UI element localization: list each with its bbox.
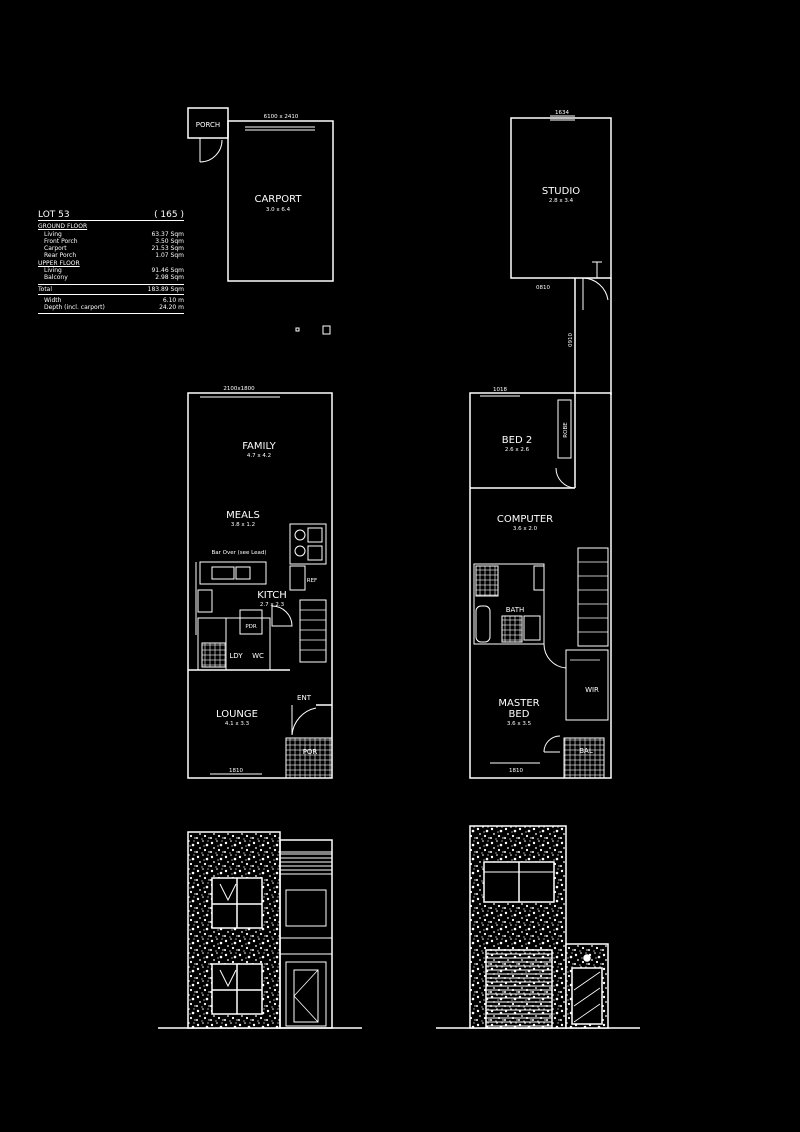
studio-size: 2.8 x 3.4	[549, 198, 574, 204]
carport-plan	[187, 107, 334, 335]
wc-label: WC	[252, 652, 264, 660]
upper-floor-heading: UPPER FLOOR	[38, 259, 80, 267]
studio-door-label: 0810	[536, 285, 550, 291]
bal-label: BAL	[579, 747, 593, 755]
robe-label: ROBE	[563, 422, 569, 438]
porch-label: PORCH	[196, 121, 220, 129]
pdr-label: PDR	[245, 624, 257, 630]
schedule-row: Depth (incl. carport)24.20 m	[38, 304, 184, 314]
lounge-window-label: 1810	[229, 768, 243, 774]
ref-label: REF	[307, 578, 317, 584]
bed-label: BED	[509, 709, 530, 720]
computer-label: COMPUTER	[497, 514, 553, 525]
carport-door-label: 6100 x 2410	[264, 114, 299, 120]
master-label: MASTER	[498, 698, 539, 709]
ground-window-label: 2100x1800	[223, 386, 255, 392]
studio-plan	[510, 115, 612, 395]
lounge-size: 4.1 x 3.3	[225, 721, 250, 727]
kitch-size: 2.7 x 2.3	[260, 602, 285, 608]
bath-label: BATH	[506, 606, 525, 614]
studio-label: STUDIO	[542, 186, 580, 197]
family-label: FAMILY	[242, 441, 276, 452]
family-size: 4.7 x 4.2	[247, 453, 271, 459]
bed2-label: BED 2	[502, 435, 532, 446]
wir-label: WIR	[585, 686, 599, 694]
ent-label: ENT	[297, 694, 312, 702]
meals-size: 3.8 x 1.2	[231, 522, 255, 528]
bed2-size: 2.6 x 2.6	[505, 447, 530, 453]
lot-number: LOT 53	[38, 210, 70, 220]
ldy-label: LDY	[229, 652, 243, 660]
meals-label: MEALS	[226, 510, 260, 521]
master-size: 3.6 x 3.5	[507, 721, 532, 727]
rear-elevation	[436, 825, 640, 1029]
ground-floor-heading: GROUND FLOOR	[38, 223, 88, 231]
carport-label: CARPORT	[254, 194, 302, 205]
ground-floor-plan	[187, 392, 333, 779]
lounge-label: LOUNGE	[216, 709, 258, 720]
studio-window-label: 1634	[555, 110, 569, 116]
lot-area: ( 165 )	[154, 210, 184, 220]
bed2-window-label: 1018	[493, 387, 507, 393]
bar-note: Bar Over (see Lead)	[211, 550, 266, 556]
front-elevation	[158, 831, 362, 1029]
por-label: POR	[303, 748, 318, 756]
upper-floor-plan	[469, 392, 612, 779]
master-window-label: 1810	[509, 768, 523, 774]
stair-window-label: 0910	[568, 333, 574, 347]
carport-size: 3.0 x 6.4	[266, 207, 291, 213]
kitch-label: KITCH	[257, 590, 287, 601]
computer-size: 3.6 x 2.0	[513, 526, 538, 532]
